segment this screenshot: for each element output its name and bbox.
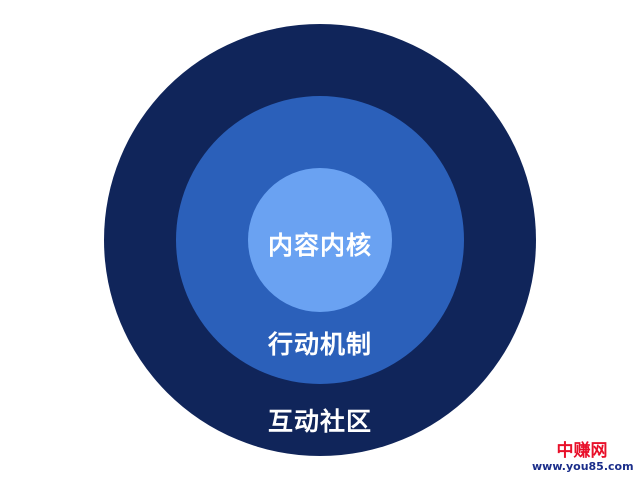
watermark-url: www.you85.com [532, 460, 634, 473]
watermark: 中赚网 www.you85.com [532, 441, 634, 474]
inner-layer-label: 内容内核 [267, 231, 372, 260]
inner-circle-content-core [248, 168, 392, 312]
middle-layer-label: 行动机制 [267, 330, 372, 359]
outer-layer-label: 互动社区 [267, 407, 372, 436]
watermark-name: 中赚网 [556, 441, 608, 461]
